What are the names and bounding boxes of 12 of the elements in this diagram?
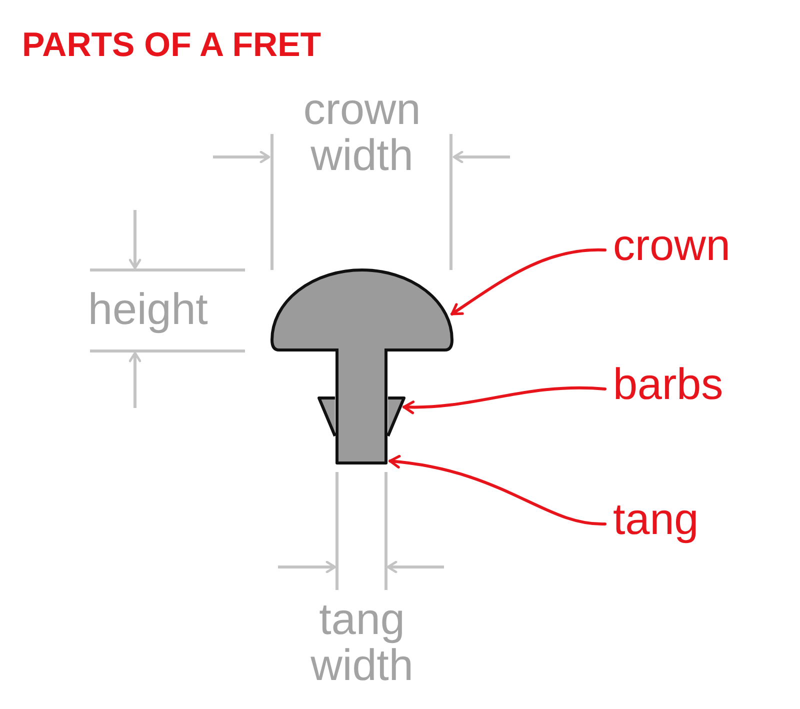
title: PARTS OF A FRET: [22, 28, 322, 62]
dimension-label: crown width: [302, 87, 422, 179]
leader-arrow: [388, 455, 606, 526]
leader-arrow: [402, 386, 606, 414]
part-label: barbs: [613, 363, 724, 407]
dimension-label: height: [88, 288, 209, 332]
part-label: crown: [613, 224, 730, 268]
part-label: tang: [613, 498, 699, 542]
fret-crown: [270, 268, 454, 352]
leader-arrow: [450, 248, 606, 316]
fret-barb: [386, 396, 406, 438]
dimension-label: tang width: [310, 597, 414, 689]
